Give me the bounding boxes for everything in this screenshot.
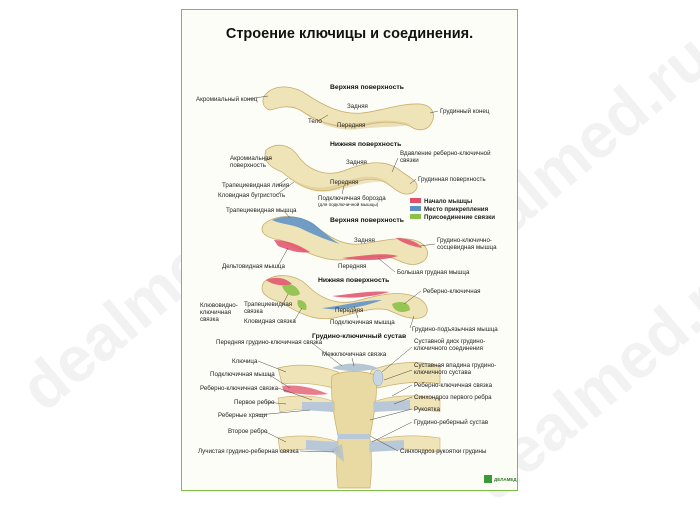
label-front-3: Передняя	[338, 263, 366, 270]
label-trapezoid-lig-1: Трапециевидная	[244, 301, 292, 308]
costal-cartilage-right-2	[370, 440, 404, 452]
label-conoid-lig: Кловидная связка	[244, 318, 296, 325]
section-upper-surface-1: Верхняя поверхность	[330, 84, 404, 91]
label-manubrium: Рукоятка	[414, 406, 440, 413]
clavicle-upper-attachments-view	[261, 216, 428, 265]
legend-insertion: Место прикрепления	[424, 206, 489, 213]
label-conoid-tubercle: Кловидная бугристость	[218, 192, 285, 199]
label-first-rib-synch: Синхондроз первого ребра	[414, 394, 492, 401]
label-depression-2: связки	[400, 157, 419, 164]
clavicle-lower-attachments-view	[261, 275, 428, 320]
costal-cartilage-left	[302, 402, 334, 412]
legend: Начало мышцы Место прикрепления Присоеди…	[410, 198, 495, 221]
label-subclavian-groove-1: Подключичная борозда	[318, 195, 386, 202]
label-joint-capsule-1: Суставная впадина грудино-	[414, 362, 496, 369]
label-clavicle: Ключица	[232, 358, 258, 365]
trapezius-insertion-area	[272, 216, 340, 244]
section-lower-surface-1: Нижняя поверхность	[330, 141, 401, 148]
clavicle-bone-1	[262, 86, 434, 131]
subclavius-muscle-drawing	[282, 385, 328, 395]
label-trapezoid-lig-2: связка	[244, 308, 263, 315]
clavicle-upper-surface-view	[262, 86, 434, 131]
label-acromial-surface-2: поверхность	[230, 162, 266, 169]
label-costoclavicular-lig: Реберно-ключичная	[423, 288, 481, 295]
label-trapezoid-line: Трапециевидная линия	[222, 182, 289, 189]
poster-illustration: Верхняя поверхность Акромиальный конец З…	[196, 84, 517, 489]
label-back-2: Задняя	[346, 159, 367, 166]
legend-swatch-origin	[410, 198, 421, 203]
label-first-rib: Первое ребро	[234, 399, 275, 406]
label-deltoid: Дельтовидная мышца	[222, 263, 285, 270]
clavicle-bone-2	[264, 144, 418, 195]
label-radiate-lig: Лучистая грудино-реберная связка	[198, 448, 299, 455]
label-second-rib: Второе ребро	[228, 428, 268, 435]
poster-title: Строение ключицы и соединения.	[225, 26, 474, 42]
label-pectoralis-major: Большая грудная мышца	[397, 269, 470, 276]
sternoclavicular-joint-illustration	[277, 362, 441, 489]
subclavius-insertion-area	[322, 300, 382, 310]
deltoid-lower-area	[266, 277, 292, 286]
radiate-ligament-drawing	[330, 444, 344, 462]
legend-origin: Начало мышцы	[424, 198, 472, 205]
label-joint-capsule-2: ключичного сустава	[414, 369, 472, 376]
label-subclavius: Подключичная мышца	[330, 319, 395, 326]
clavicle-lower-surface-view	[264, 144, 418, 195]
costal-cartilage-right	[374, 400, 410, 412]
legend-swatch-insertion	[410, 206, 421, 211]
label-acromial-surface-1: Акромиальная	[230, 155, 272, 162]
label-scm-2: сосцевидная мышца	[437, 244, 497, 251]
section-lower-surface-2: Нижняя поверхность	[318, 277, 389, 284]
label-cc-lig-2: ключичная	[200, 309, 231, 316]
section-sc-joint: Грудино-ключичный сустав	[312, 332, 406, 340]
pectoralis-lower-area	[332, 291, 390, 298]
manubrium-synchondrosis	[338, 434, 370, 439]
scm-origin-area	[396, 238, 422, 248]
label-back-1: Задняя	[347, 103, 368, 110]
label-costoclav-lig-2: Реберно-ключичная связка	[200, 385, 279, 392]
label-front-2: Передняя	[330, 179, 358, 186]
publisher-logo-text: ДЕЛАМЕД	[494, 477, 517, 482]
label-sternocostal-joint: Грудино-реберный сустав	[414, 419, 489, 426]
label-sternal-surface: Грудинная поверхность	[418, 176, 486, 183]
label-interclavicular-lig: Межключичная связка	[322, 351, 387, 358]
label-cc-lig-3: связка	[200, 316, 219, 323]
ligament-drawing	[332, 363, 378, 371]
label-subclavius-2: Подключичная мышца	[210, 371, 275, 378]
label-sternal-end: Грудинный конец	[440, 108, 490, 115]
pectoralis-origin-area	[342, 254, 398, 261]
label-subclavian-groove-2: (для подключичной мышцы)	[318, 201, 379, 207]
label-cc-lig-1: Клювовидно-	[200, 302, 238, 309]
label-scm-1: Грудино-ключично-	[437, 237, 492, 244]
costoclav-lig-attachment	[392, 302, 410, 312]
label-acromial-end: Акромиальный конец	[196, 96, 258, 103]
label-ant-sc-lig: Передняя грудино-ключичная связка	[216, 339, 323, 346]
label-body: Тело	[308, 118, 322, 125]
label-articular-disc-2: ключичного соединения	[414, 345, 483, 352]
label-front-4: Передняя	[335, 307, 363, 314]
label-trapezius: Трапециевидная мышца	[226, 207, 297, 214]
label-costal-cartilage: Реберные хрящи	[218, 412, 268, 419]
label-costoclav-lig-3: Реберно-ключичная связка	[414, 382, 493, 389]
legend-ligament: Присоединение связки	[424, 214, 495, 221]
trapezoid-lig-attachment	[282, 284, 300, 296]
label-articular-disc-1: Суставной диск грудино-	[414, 338, 485, 345]
label-depression-1: Вдавление реберно-ключичной	[400, 150, 491, 157]
label-front-1: Передняя	[337, 122, 365, 129]
deltoid-origin-area	[274, 240, 310, 253]
conoid-lig-attachment	[297, 300, 307, 310]
articular-disc-drawing	[372, 369, 384, 387]
label-back-3: Задняя	[354, 237, 375, 244]
anatomy-poster: Строение ключицы и соединения. Верхняя п…	[181, 9, 518, 491]
manubrium-drawing	[331, 371, 377, 437]
publisher-logo: ДЕЛАМЕД	[484, 475, 517, 483]
legend-swatch-ligament	[410, 214, 421, 219]
section-upper-surface-2: Верхняя поверхность	[330, 217, 404, 224]
label-sternohyoid: Грудино-подъязычная мышца	[412, 326, 498, 333]
costal-cartilage-left-2	[306, 440, 338, 452]
label-manubrium-synch: Синхондроз рукоятки грудины	[400, 448, 487, 455]
